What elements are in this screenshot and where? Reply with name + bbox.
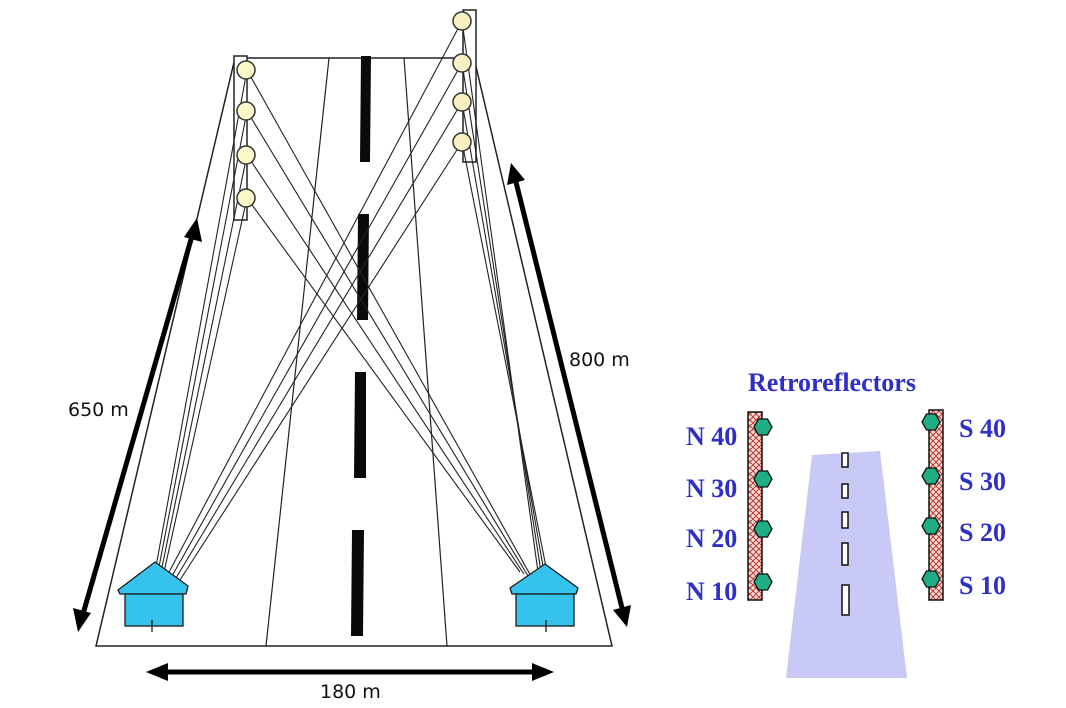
reflector-disc (452, 132, 472, 152)
north-retroreflector-icons (753, 418, 773, 591)
runway-center-dashes (841, 452, 850, 616)
right-reflectors (452, 11, 472, 152)
dimension-arrow-800 (507, 163, 631, 627)
left-reflectors (236, 60, 256, 208)
reflector-disc (452, 53, 472, 73)
retroreflector-label-s20: S 20 (959, 518, 1006, 547)
right-building-icon (509, 563, 579, 632)
reflector-disc (236, 145, 256, 165)
retroreflector-label-s30: S 30 (959, 467, 1006, 496)
dimension-arrow-180 (146, 663, 554, 681)
retroreflector-label-n20: N 20 (686, 524, 737, 553)
retroreflectors-title: Retroreflectors (748, 368, 916, 397)
runway-perspective (95, 56, 613, 647)
left-span-label: 650 m (68, 399, 129, 421)
width-label: 180 m (320, 681, 381, 703)
retroreflector-label-s40: S 40 (959, 414, 1006, 443)
retroreflector-label-s10: S 10 (959, 571, 1006, 600)
runway-outline (95, 57, 613, 647)
reflector-disc (236, 188, 256, 208)
dimension-arrow-650 (73, 218, 202, 632)
south-retroreflector-icons (921, 413, 941, 588)
reflector-disc (452, 92, 472, 112)
lane-line-left (265, 57, 330, 647)
reflector-disc (236, 101, 256, 121)
right-span-label: 800 m (569, 349, 630, 371)
retroreflector-label-n40: N 40 (686, 422, 737, 451)
reflector-disc (452, 11, 472, 31)
retroreflector-label-n10: N 10 (686, 577, 737, 606)
retroreflector-label-n30: N 30 (686, 474, 737, 503)
lane-line-right (403, 57, 448, 647)
reflector-disc (236, 60, 256, 80)
south-mast (928, 409, 944, 601)
left-building-icon (117, 561, 189, 632)
north-mast (747, 411, 763, 601)
beam-paths (154, 20, 548, 581)
